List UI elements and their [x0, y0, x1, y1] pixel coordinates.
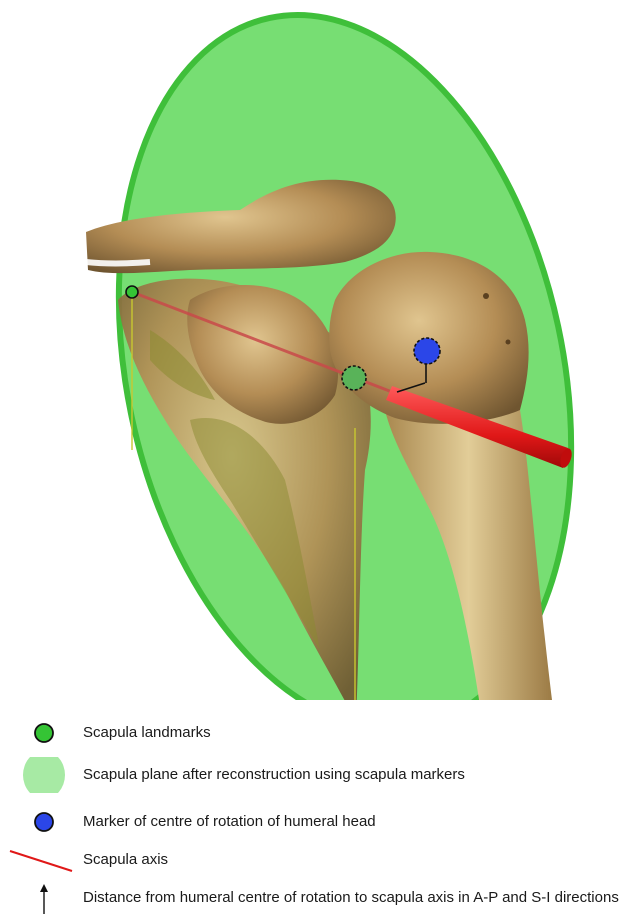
scapula-landmark-glenoid [342, 366, 366, 390]
arrow-icon [0, 880, 80, 916]
red-axis-icon [0, 842, 80, 878]
green-plane-icon [0, 757, 80, 793]
blue-marker-icon [0, 804, 80, 840]
scapula-landmark-superior [126, 286, 138, 298]
shoulder-ct-figure [0, 0, 627, 700]
legend-label-axis: Scapula axis [83, 851, 168, 868]
legend-item-axis: Scapula axis [0, 842, 627, 878]
humeral-centre-marker [414, 338, 440, 364]
legend-label-plane: Scapula plane after reconstruction using… [83, 766, 465, 783]
legend-item-landmarks: Scapula landmarks [0, 715, 627, 751]
legend-label-distance: Distance from humeral centre of rotation… [83, 889, 619, 906]
legend-label-landmarks: Scapula landmarks [83, 724, 211, 741]
legend-item-distance: Distance from humeral centre of rotation… [0, 880, 627, 916]
legend-item-centre: Marker of centre of rotation of humeral … [0, 804, 627, 840]
green-landmark-icon [0, 715, 80, 751]
legend-label-centre: Marker of centre of rotation of humeral … [83, 813, 376, 830]
legend: Scapula landmarks Scapula plane after re… [0, 700, 627, 914]
legend-item-plane: Scapula plane after reconstruction using… [0, 757, 627, 793]
